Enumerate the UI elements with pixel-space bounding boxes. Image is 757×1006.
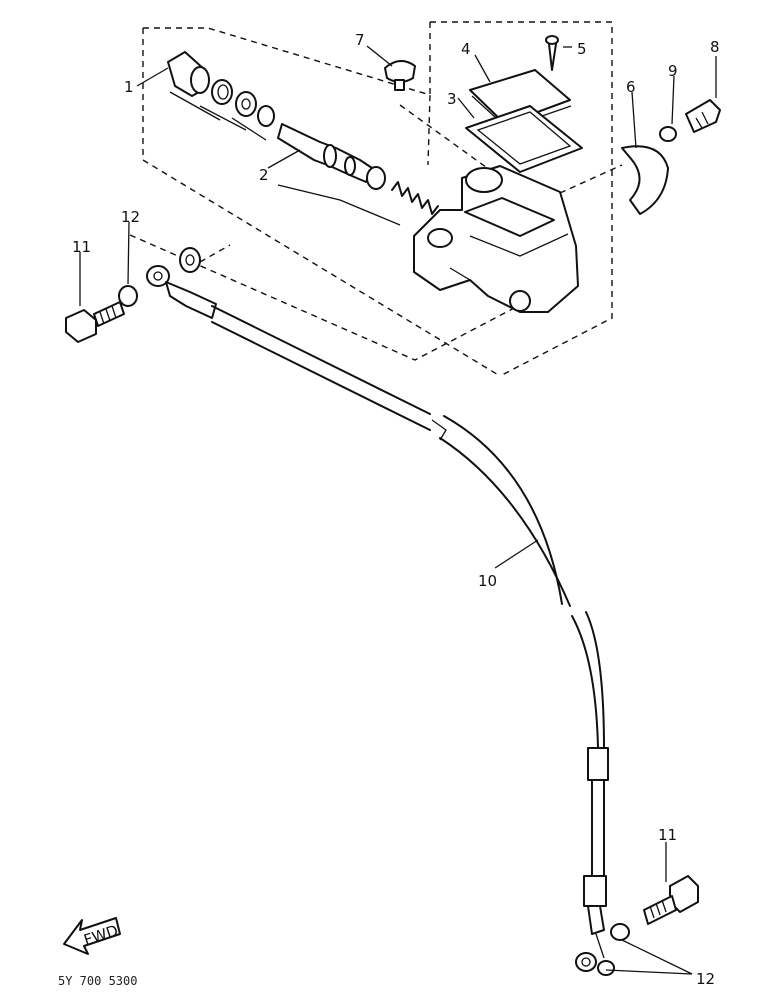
- callout-11-lower: 11: [658, 826, 677, 844]
- fwd-arrow: FWD: [63, 917, 121, 955]
- callout-9: 9: [668, 62, 678, 80]
- callout-3: 3: [447, 90, 457, 108]
- callout-8: 8: [710, 38, 720, 56]
- callout-2: 2: [259, 166, 269, 184]
- clamp-parts: [621, 99, 721, 215]
- fwd-arrow-label: FWD: [81, 921, 120, 949]
- upper-fittings: [65, 247, 217, 343]
- callout-labels: 1 2 3 4 5 6 7 8 9 10 11 12 11 12: [72, 31, 720, 988]
- callout-12-upper: 12: [121, 208, 140, 226]
- callout-7: 7: [355, 31, 365, 49]
- reservoir-cap-parts: [384, 35, 583, 173]
- leader-lines: [79, 45, 717, 975]
- diagram-code: 5Y 700 5300: [58, 974, 137, 988]
- callout-11-upper: 11: [72, 238, 91, 256]
- lower-fittings: [597, 875, 699, 976]
- brake-hose: [211, 305, 609, 972]
- assembly-outlines: [129, 21, 623, 377]
- callout-1: 1: [124, 78, 134, 96]
- piston-kit: [167, 51, 439, 226]
- master-cylinder-body: [413, 165, 579, 313]
- callout-4: 4: [461, 40, 471, 58]
- callout-12-lower: 12: [696, 970, 715, 988]
- callout-6: 6: [626, 78, 636, 96]
- callout-5: 5: [577, 40, 587, 58]
- callout-10: 10: [478, 572, 497, 590]
